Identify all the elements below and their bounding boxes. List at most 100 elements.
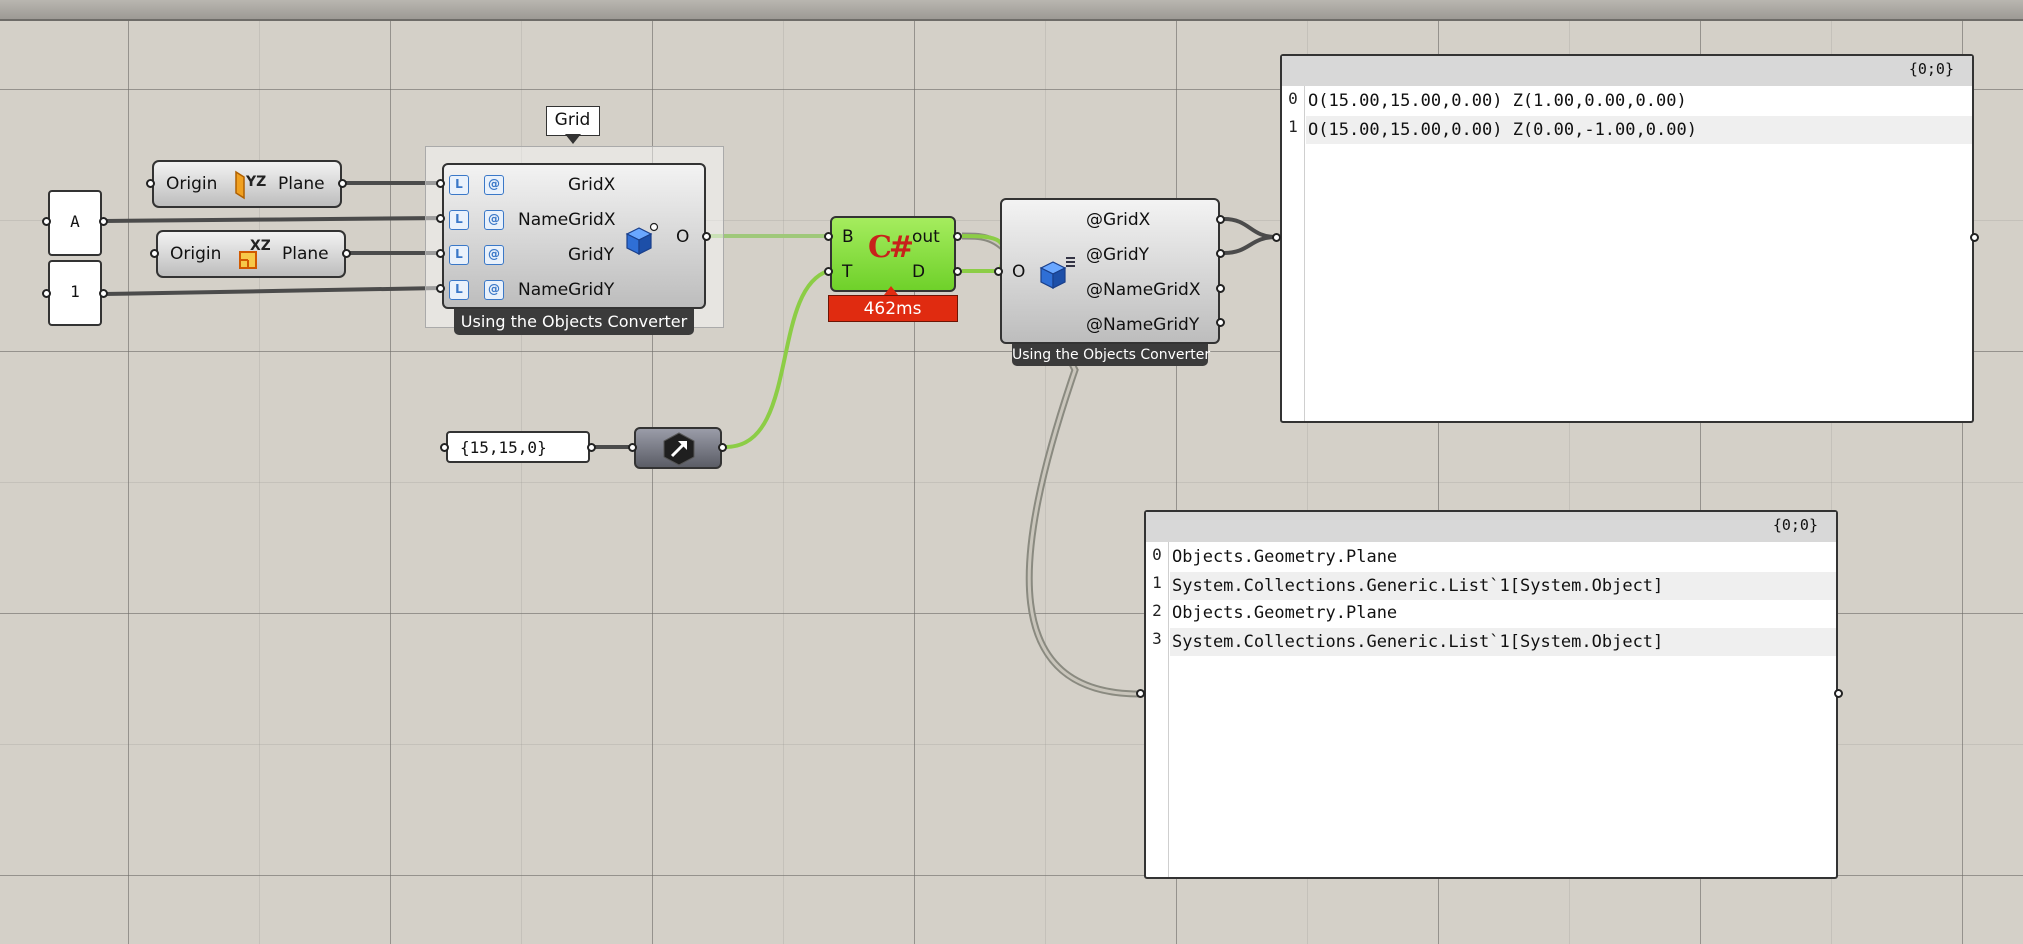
panel-planes-header: {0;0} (1282, 56, 1972, 86)
grid-input-label-1: NameGridX (518, 210, 616, 230)
csharp-input-label-1: T (842, 262, 853, 282)
panel-one[interactable]: 1 (48, 260, 102, 326)
panel-types-path: {0;0} (1772, 516, 1818, 534)
yz-plane-output-label: Plane (278, 174, 325, 194)
csharp-output-grip-0[interactable] (953, 232, 962, 241)
csharp-icon: C# (868, 230, 914, 265)
construct-point-icon (660, 431, 698, 467)
wire-gridx-to-panel (1223, 217, 1277, 239)
deconstruct-input-grip[interactable] (994, 267, 1003, 276)
deconstruct-output-label-3: @NameGridY (1086, 315, 1200, 335)
panel-planes-row-0: O(15.00,15.00,0.00) Z(1.00,0.00,0.00) (1308, 91, 1687, 111)
panel-a-text: A (70, 212, 80, 231)
panel-types-row-0: Objects.Geometry.Plane (1172, 547, 1398, 567)
csharp-timing-badge: 462ms (828, 295, 958, 322)
csharp-output-label-1: D (912, 262, 926, 282)
grid-input-grip-3[interactable] (436, 284, 445, 293)
list-access-icon: L (449, 175, 469, 195)
panel-types-input-grip[interactable] (1136, 689, 1145, 698)
panel-types-index-0: 0 (1152, 545, 1162, 564)
grid-input-grip-2[interactable] (436, 249, 445, 258)
xz-plane-output-label: Plane (282, 244, 329, 264)
panel-planes-output-grip[interactable] (1970, 233, 1979, 242)
grid-tooltip-text: Grid (554, 110, 591, 130)
deconstruct-output-grip-3[interactable] (1216, 318, 1225, 327)
panel-planes-input-grip[interactable] (1272, 233, 1281, 242)
item-access-icon: @ (484, 210, 504, 230)
csharp-timing-text: 462ms (863, 299, 922, 319)
deconstruct-input-label: O (1012, 262, 1026, 282)
csharp-component[interactable]: B T C# out D (830, 216, 956, 292)
wire-construct-to-csharp (725, 269, 829, 449)
grid-tooltip-pointer (565, 134, 581, 144)
item-access-icon: @ (484, 245, 504, 265)
xz-plane-icon: XZ (234, 236, 271, 274)
deconstruct-output-label-0: @GridX (1086, 210, 1151, 230)
wire-a-to-namegridx (103, 216, 441, 223)
panel-types-index-3: 3 (1152, 629, 1162, 648)
yz-plane-component[interactable]: Origin YZ Plane (152, 160, 342, 208)
panel-planes[interactable]: {0;0} 0 O(15.00,15.00,0.00) Z(1.00,0.00,… (1280, 54, 1974, 423)
speckle-cube-icon (1038, 252, 1076, 290)
csharp-output-label-0: out (912, 227, 940, 247)
construct-point-output-grip[interactable] (718, 443, 727, 452)
wire-one-to-namegridy (103, 286, 441, 296)
panel-planes-index-1: 1 (1288, 117, 1298, 136)
panel-point[interactable]: {15,15,0} (446, 431, 590, 463)
grid-input-label-0: GridX (568, 175, 616, 195)
panel-types-header: {0;0} (1146, 512, 1836, 542)
list-access-icon: L (449, 280, 469, 300)
yz-plane-icon: YZ (232, 168, 266, 202)
grid-input-label-3: NameGridY (518, 280, 615, 300)
panel-types-row-3: System.Collections.Generic.List`1[System… (1170, 628, 1836, 656)
canvas-top-bar (0, 0, 2023, 21)
xz-plane-input-grip[interactable] (150, 249, 159, 258)
panel-planes-row-1: O(15.00,15.00,0.00) Z(0.00,-1.00,0.00) (1306, 116, 1972, 144)
grid-tooltip: Grid (546, 106, 600, 136)
list-access-icon: L (449, 245, 469, 265)
panel-types-row-2: Objects.Geometry.Plane (1172, 603, 1398, 623)
csharp-output-grip-1[interactable] (953, 267, 962, 276)
panel-types-row-1: System.Collections.Generic.List`1[System… (1170, 572, 1836, 600)
xz-plane-component[interactable]: Origin XZ Plane (156, 230, 346, 278)
grid-component-label: Using the Objects Converter (454, 309, 694, 335)
item-access-icon: @ (484, 280, 504, 300)
grid-output-grip[interactable] (702, 232, 711, 241)
construct-point-input-grip[interactable] (628, 443, 637, 452)
wire-gridy-to-panel (1223, 235, 1277, 255)
panel-one-input-grip[interactable] (42, 289, 51, 298)
grid-input-grip-1[interactable] (436, 214, 445, 223)
deconstruct-component-label: Using the Objects Converter (1012, 344, 1210, 366)
item-access-icon: @ (484, 175, 504, 195)
panel-one-text: 1 (70, 282, 80, 301)
deconstruct-output-grip-0[interactable] (1216, 215, 1225, 224)
deconstruct-output-grip-2[interactable] (1216, 284, 1225, 293)
panel-planes-path: {0;0} (1908, 60, 1954, 78)
svg-text:YZ: YZ (245, 174, 266, 190)
panel-point-input-grip[interactable] (440, 443, 449, 452)
yz-plane-output-grip[interactable] (338, 179, 347, 188)
panel-types-output-grip[interactable] (1834, 689, 1843, 698)
deconstruct-output-label-2: @NameGridX (1086, 280, 1201, 300)
deconstruct-output-grip-1[interactable] (1216, 249, 1225, 258)
panel-types-index-2: 2 (1152, 601, 1162, 620)
grid-input-grip-0[interactable] (436, 179, 445, 188)
yz-plane-input-grip[interactable] (146, 179, 155, 188)
xz-plane-output-grip[interactable] (342, 249, 351, 258)
panel-a[interactable]: A (48, 190, 102, 256)
csharp-input-grip-1[interactable] (824, 267, 833, 276)
grid-component[interactable]: L @ GridX L @ NameGridX L @ GridY L @ Na… (442, 163, 706, 309)
yz-plane-input-label: Origin (166, 174, 218, 194)
panel-point-output-grip[interactable] (587, 443, 596, 452)
panel-types[interactable]: {0;0} 0 Objects.Geometry.Plane 1 System.… (1144, 510, 1838, 879)
deconstruct-output-label-1: @GridY (1086, 245, 1150, 265)
deconstruct-component[interactable]: O @GridX @GridY @NameGridX @NameGridY (1000, 198, 1220, 344)
construct-point-component[interactable] (634, 427, 722, 469)
panel-a-output-grip[interactable] (99, 217, 108, 226)
csharp-input-grip-0[interactable] (824, 232, 833, 241)
panel-a-input-grip[interactable] (42, 217, 51, 226)
speckle-cube-icon (624, 222, 660, 258)
xz-plane-input-label: Origin (170, 244, 222, 264)
panel-one-output-grip[interactable] (99, 289, 108, 298)
